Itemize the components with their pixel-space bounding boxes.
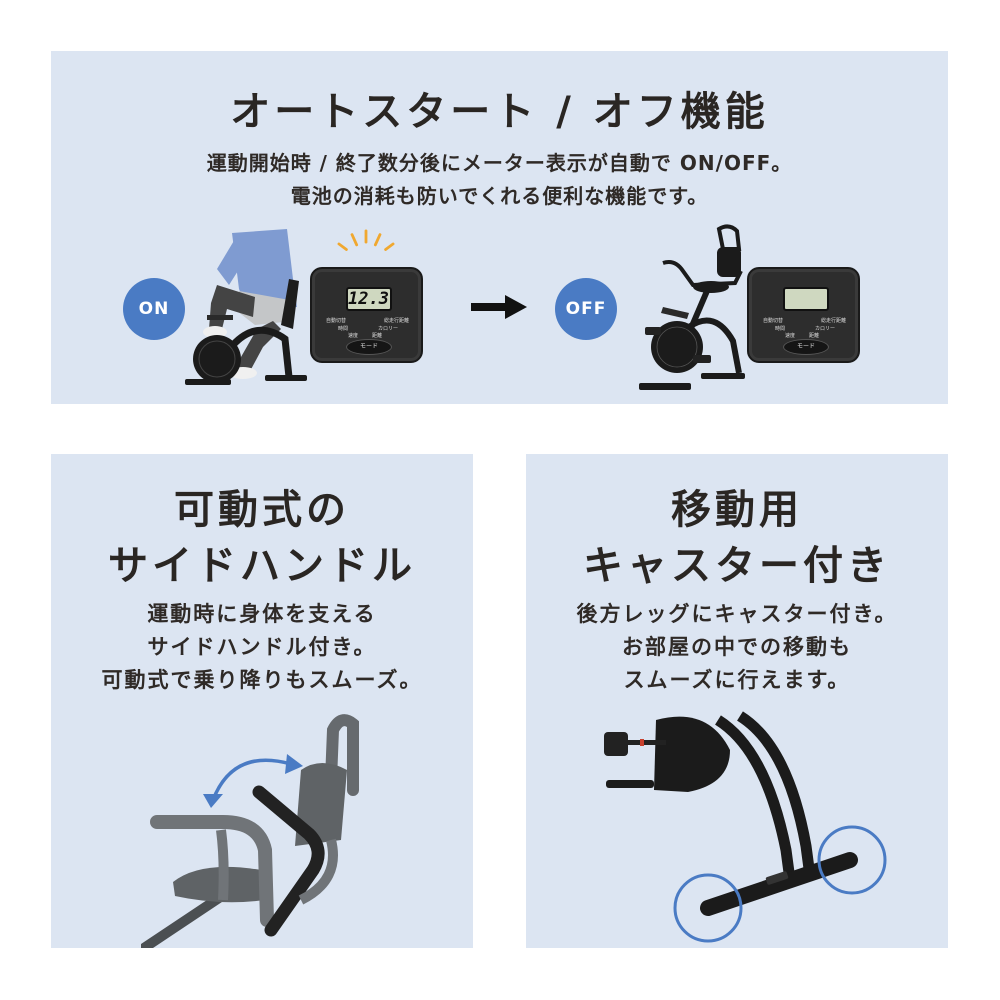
light-rays-icon — [337, 229, 395, 251]
auto-start-description: 運動開始時 / 終了数分後にメーター表示が自動で ON/OFF。 電池の消耗も防… — [51, 147, 948, 213]
description-line: スムーズに行えます。 — [623, 668, 851, 692]
lcd-screen: 12.3 — [346, 287, 392, 311]
side-handle-panel: 可動式の サイドハンドル 運動時に身体を支える サイドハンドル付き。 可動式で乗… — [51, 454, 473, 948]
meter-label: 距離 — [372, 333, 383, 339]
right-arrow-icon — [471, 295, 527, 319]
auto-start-title: オートスタート / オフ機能 — [230, 89, 769, 135]
rear-leg-casters-image — [604, 711, 887, 943]
off-badge: OFF — [555, 278, 617, 340]
lcd-screen-blank — [783, 287, 829, 311]
description-line: お部屋の中での移動も — [622, 635, 852, 659]
empty-bike-image — [639, 224, 745, 390]
meter-label: 距離 — [809, 333, 820, 339]
caster-title: 移動用 キャスター付き — [526, 482, 948, 594]
mode-button[interactable]: モード — [783, 339, 829, 355]
meter-label: 総走行距離 — [384, 318, 410, 324]
on-badge: ON — [123, 278, 185, 340]
description-line: 運動時に身体を支える — [147, 602, 377, 626]
description-line: 後方レッグにキャスター付き。 — [576, 602, 898, 626]
title-line: サイドハンドル — [108, 543, 416, 589]
side-handle-description: 運動時に身体を支える サイドハンドル付き。 可動式で乗り降りもスムーズ。 — [51, 598, 473, 697]
meter-label: 自動切替 — [326, 318, 347, 324]
meter-label: 速度 — [785, 333, 796, 339]
circle-highlight-icon — [673, 873, 743, 943]
seat-side-handle-image — [141, 714, 359, 948]
description-line: サイドハンドル付き。 — [147, 635, 377, 659]
description-line: 可動式で乗り降りもスムーズ。 — [101, 668, 423, 692]
meter-label: 自動切替 — [763, 318, 784, 324]
circle-highlight-icon — [817, 825, 887, 895]
meter-off-display: 自動切替 時間 速度 距離 カロリー 総走行距離 モード — [747, 267, 860, 363]
meter-label: 時間 — [775, 326, 786, 332]
description-line: 運動開始時 / 終了数分後にメーター表示が自動で ON/OFF。 — [206, 151, 793, 175]
title-line: キャスター付き — [583, 543, 891, 589]
meter-label: 時間 — [338, 326, 349, 332]
meter-label: カロリー — [378, 326, 399, 332]
description-line: 電池の消耗も防いでくれる便利な機能です。 — [290, 184, 709, 208]
meter-label: 速度 — [348, 333, 359, 339]
rider-on-bike-image — [185, 229, 307, 385]
caster-panel: 移動用 キャスター付き 後方レッグにキャスター付き。 お部屋の中での移動も スム… — [526, 454, 948, 948]
side-handle-title: 可動式の サイドハンドル — [51, 482, 473, 594]
caster-description: 後方レッグにキャスター付き。 お部屋の中での移動も スムーズに行えます。 — [526, 598, 948, 697]
title-line: 可動式の — [174, 487, 350, 533]
title-line: 移動用 — [671, 487, 803, 533]
meter-label: 総走行距離 — [821, 318, 847, 324]
mode-button[interactable]: モード — [346, 339, 392, 355]
auto-start-off-panel: オートスタート / オフ機能 運動開始時 / 終了数分後にメーター表示が自動で … — [51, 51, 948, 404]
meter-on-display: 12.3 自動切替 時間 速度 距離 カロリー 総走行距離 モード — [310, 267, 423, 363]
meter-label: カロリー — [815, 326, 836, 332]
